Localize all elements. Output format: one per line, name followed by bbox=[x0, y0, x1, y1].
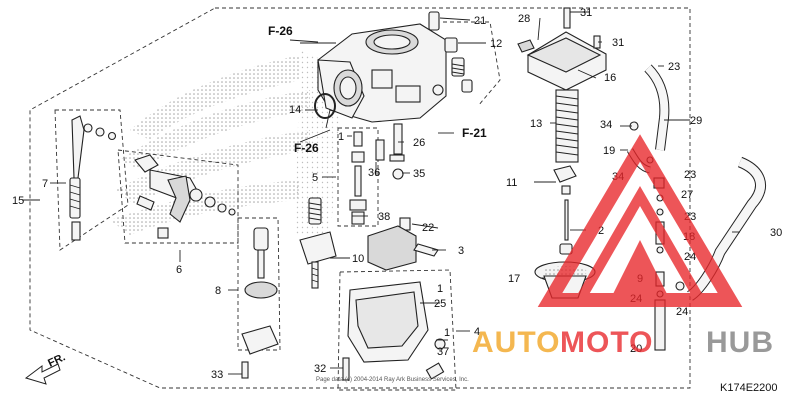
callout-21: 21 bbox=[474, 15, 486, 27]
starter-valve bbox=[299, 197, 337, 289]
callout-1b: 1 bbox=[437, 283, 443, 295]
callout-32: 32 bbox=[314, 363, 326, 375]
front-arrow-icon bbox=[24, 363, 61, 385]
callout-7: 7 bbox=[42, 178, 48, 190]
callout-29: 29 bbox=[690, 115, 702, 127]
callout-16: 16 bbox=[604, 72, 616, 84]
callout-31b: 31 bbox=[612, 37, 624, 49]
callout-15: 15 bbox=[12, 195, 24, 207]
callout-37: 37 bbox=[437, 346, 449, 358]
callout-14: 14 bbox=[289, 104, 301, 116]
callout-1a: 1 bbox=[338, 131, 344, 143]
callout-28: 28 bbox=[518, 13, 530, 25]
callout-34a: 34 bbox=[600, 119, 612, 131]
ref-f21: F-21 bbox=[462, 126, 487, 140]
callout-3: 3 bbox=[458, 245, 464, 257]
callout-1c: 1 bbox=[444, 327, 450, 339]
callout-2: 2 bbox=[598, 225, 604, 237]
callout-23b: 23 bbox=[684, 169, 696, 181]
callout-11: 11 bbox=[506, 177, 517, 189]
callout-5: 5 bbox=[312, 172, 318, 184]
ref-f26-top: F-26 bbox=[268, 24, 293, 38]
front-label: FR. bbox=[46, 351, 67, 369]
vacuum-piston-group bbox=[517, 7, 607, 299]
copyright-note: Page data (c) 2004-2014 Ray Ark Business… bbox=[316, 377, 469, 383]
watermark-auto: AUTO bbox=[472, 326, 560, 359]
wing-logo-background bbox=[110, 50, 345, 240]
accelerator-pump-group bbox=[237, 217, 281, 379]
throttle-linkage-group bbox=[54, 109, 239, 251]
watermark-hub: HUB bbox=[706, 326, 774, 359]
leader-lines bbox=[22, 11, 740, 375]
callout-25: 25 bbox=[434, 298, 446, 310]
callout-27: 27 bbox=[681, 189, 693, 201]
callout-22: 22 bbox=[422, 222, 434, 234]
automotohub-watermark: AUTO MOTO HUB bbox=[472, 134, 774, 359]
callout-12: 12 bbox=[490, 38, 502, 50]
callout-24c: 24 bbox=[676, 306, 688, 318]
jet-column bbox=[337, 123, 411, 231]
screw-32 bbox=[342, 357, 350, 381]
callout-10: 10 bbox=[352, 253, 364, 265]
callout-20: 20 bbox=[630, 343, 642, 355]
callout-33: 33 bbox=[211, 369, 223, 381]
callout-30: 30 bbox=[770, 227, 782, 239]
carburetor-body bbox=[314, 23, 447, 129]
callout-38: 38 bbox=[378, 211, 390, 223]
callout-labels: 15 7 6 8 33 14 5 10 1 26 36 35 38 22 3 1… bbox=[12, 7, 782, 381]
ref-f26-mid: F-26 bbox=[294, 141, 319, 155]
float-chamber bbox=[337, 225, 457, 391]
reference-labels: F-26 F-26 F-21 bbox=[268, 24, 487, 155]
callout-17: 17 bbox=[508, 273, 520, 285]
callout-36: 36 bbox=[368, 167, 380, 179]
watermark-moto: MOTO bbox=[560, 326, 653, 359]
pilot-screw-set bbox=[428, 11, 501, 107]
callout-23a: 23 bbox=[668, 61, 680, 73]
callout-26: 26 bbox=[413, 137, 425, 149]
front-direction-indicator: FR. bbox=[24, 351, 67, 385]
callout-6: 6 bbox=[176, 264, 182, 276]
triangle-logo-icon bbox=[537, 134, 743, 307]
callout-19: 19 bbox=[603, 145, 615, 157]
callout-4: 4 bbox=[474, 326, 480, 338]
callout-35: 35 bbox=[413, 168, 425, 180]
callout-8: 8 bbox=[215, 285, 221, 297]
callout-24a: 24 bbox=[684, 251, 696, 263]
diagram-code: K174E2200 bbox=[720, 382, 778, 394]
callout-13: 13 bbox=[530, 118, 542, 130]
hoses bbox=[626, 64, 766, 351]
callout-31a: 31 bbox=[580, 7, 592, 19]
